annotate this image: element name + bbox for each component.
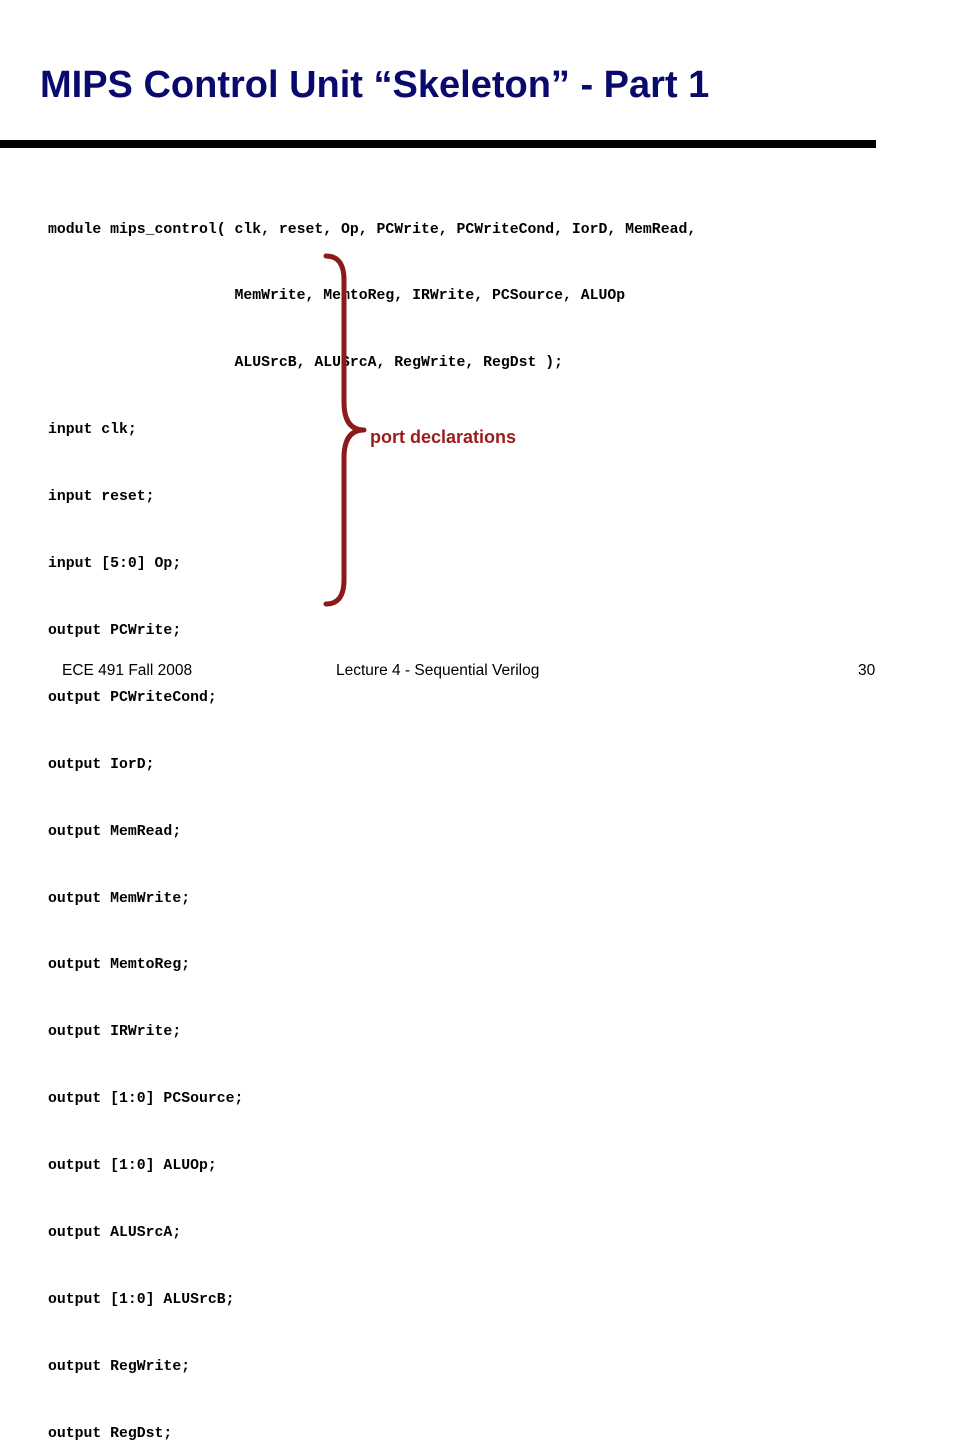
code-line: output RegWrite; [48,1358,191,1375]
code-line: input [5:0] Op; [48,556,182,573]
code-line: output MemRead; [48,823,182,840]
code-line: output PCWrite; [48,622,182,639]
code-line: input reset; [48,489,155,506]
code-line: output RegDst; [48,1425,173,1440]
code-line: module mips_control( clk, reset, Op, PCW… [48,221,697,238]
title-underline-rule [0,140,876,148]
code-line: output MemtoReg; [48,957,191,974]
code-line: ALUSrcB, ALUSrcA, RegWrite, RegDst ); [48,355,564,372]
code-line: output [1:0] PCSource; [48,1091,244,1108]
code-line: output [1:0] ALUOp; [48,1158,217,1175]
footer-course: ECE 491 Fall 2008 [62,662,193,679]
code-line: output [1:0] ALUSrcB; [48,1291,235,1308]
port-declarations-label: port declarations [370,427,517,447]
brace-stroke [323,253,367,607]
curly-brace-icon [323,253,367,607]
verilog-code-block: module mips_control( clk, reset, Op, PCW… [48,174,696,1440]
footer-lecture-title: Lecture 4 - Sequential Verilog [336,662,540,679]
code-line: output MemWrite; [48,890,191,907]
code-line: output PCWriteCond; [48,689,217,706]
code-line: output IRWrite; [48,1024,182,1041]
code-line: input clk; [48,422,137,439]
code-line: output ALUSrcA; [48,1224,182,1241]
footer-page-number: 30 [858,662,876,679]
slide-title: MIPS Control Unit “Skeleton” - Part 1 [40,64,710,106]
code-line: output IorD; [48,756,155,773]
code-line: MemWrite, MemtoReg, IRWrite, PCSource, A… [48,288,626,305]
